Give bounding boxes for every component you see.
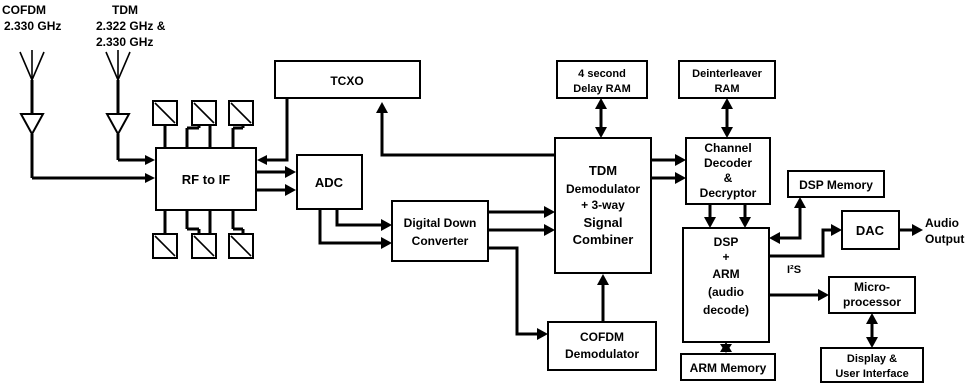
- digital-down-converter-block: [391, 200, 489, 262]
- microprocessor-label-2: processor: [843, 295, 901, 309]
- cofdm-antenna-icon: [19, 50, 45, 178]
- display-label-2: User Interface: [835, 368, 908, 380]
- channel-decoder-label-4: Decryptor: [700, 186, 757, 200]
- audio-output-label-1: Audio: [925, 216, 959, 230]
- tdm-demod-label-4: Signal: [583, 215, 622, 230]
- filter-bank-top: [152, 100, 254, 148]
- arm-memory-block: [680, 353, 776, 381]
- dsp-label-1: DSP: [714, 235, 739, 249]
- dsp-label-2: +: [722, 250, 729, 264]
- cofdm-antenna-label-1: COFDM: [2, 3, 46, 17]
- dsp-label-5: decode): [703, 303, 749, 317]
- tcxo-label: TCXO: [330, 74, 363, 88]
- tdm-antenna-label-1: TDM: [112, 3, 138, 17]
- microprocessor-block: [828, 276, 916, 314]
- rf-to-if-label: RF to IF: [182, 172, 230, 187]
- channel-decoder-label-3: &: [724, 171, 733, 185]
- dsp-label-3: ARM: [712, 267, 739, 281]
- filter-bank-bottom: [152, 210, 254, 259]
- demod-to-tcxo-line: [380, 112, 555, 157]
- display-ui-block: [820, 347, 924, 383]
- dac-block: [841, 210, 900, 250]
- cofdm-demodulator-block: [547, 321, 657, 371]
- tdm-demod-label-3: + 3-way: [581, 198, 625, 212]
- tcxo-to-rf-line: [265, 98, 289, 162]
- channel-decoder-label-2: Decoder: [704, 156, 752, 170]
- i2s-label: I²S: [787, 264, 801, 276]
- dsp-memory-block: [787, 170, 885, 198]
- tdm-demodulator-block: [554, 137, 652, 274]
- dac-label: DAC: [856, 223, 885, 238]
- cofdm-antenna-label-2: 2.330 GHz: [4, 19, 61, 33]
- ddc-label-1: Digital Down: [404, 216, 477, 230]
- channel-decoder-label-1: Channel: [704, 141, 751, 155]
- tdm-antenna-label-3: 2.330 GHz: [96, 35, 153, 49]
- audio-output-label-2: Output: [925, 232, 964, 246]
- microprocessor-label-1: Micro-: [854, 280, 890, 294]
- delay-ram-label-1: 4 second: [578, 68, 626, 80]
- channel-decoder-block: [685, 137, 771, 205]
- dsp-label-4: (audio: [708, 285, 744, 299]
- tdm-demod-label-2: Demodulator: [566, 182, 640, 196]
- deinterleaver-label-2: RAM: [714, 83, 739, 95]
- rf-to-if-block: [155, 147, 257, 211]
- tcxo-block: [274, 60, 421, 99]
- dsp-memory-label: DSP Memory: [799, 178, 873, 192]
- deinterleaver-ram-block: [678, 60, 776, 99]
- delay-ram-block: [556, 60, 648, 99]
- tdm-demod-label-5: Combiner: [573, 232, 634, 247]
- ddc-label-2: Converter: [412, 234, 469, 248]
- arm-memory-label: ARM Memory: [690, 361, 767, 375]
- cofdm-demod-label-1: COFDM: [580, 330, 624, 344]
- tdm-antenna-label-2: 2.322 GHz &: [96, 19, 166, 33]
- deinterleaver-label-1: Deinterleaver: [692, 68, 762, 80]
- tdm-demod-label-1: TDM: [589, 163, 617, 178]
- tdm-antenna-icon: [105, 50, 131, 160]
- adc-label: ADC: [315, 175, 344, 190]
- adc-block: [296, 154, 363, 210]
- dsp-arm-block: [682, 227, 770, 343]
- cofdm-demod-label-2: Demodulator: [565, 347, 639, 361]
- delay-ram-label-2: Delay RAM: [573, 83, 630, 95]
- display-label-1: Display &: [847, 353, 897, 365]
